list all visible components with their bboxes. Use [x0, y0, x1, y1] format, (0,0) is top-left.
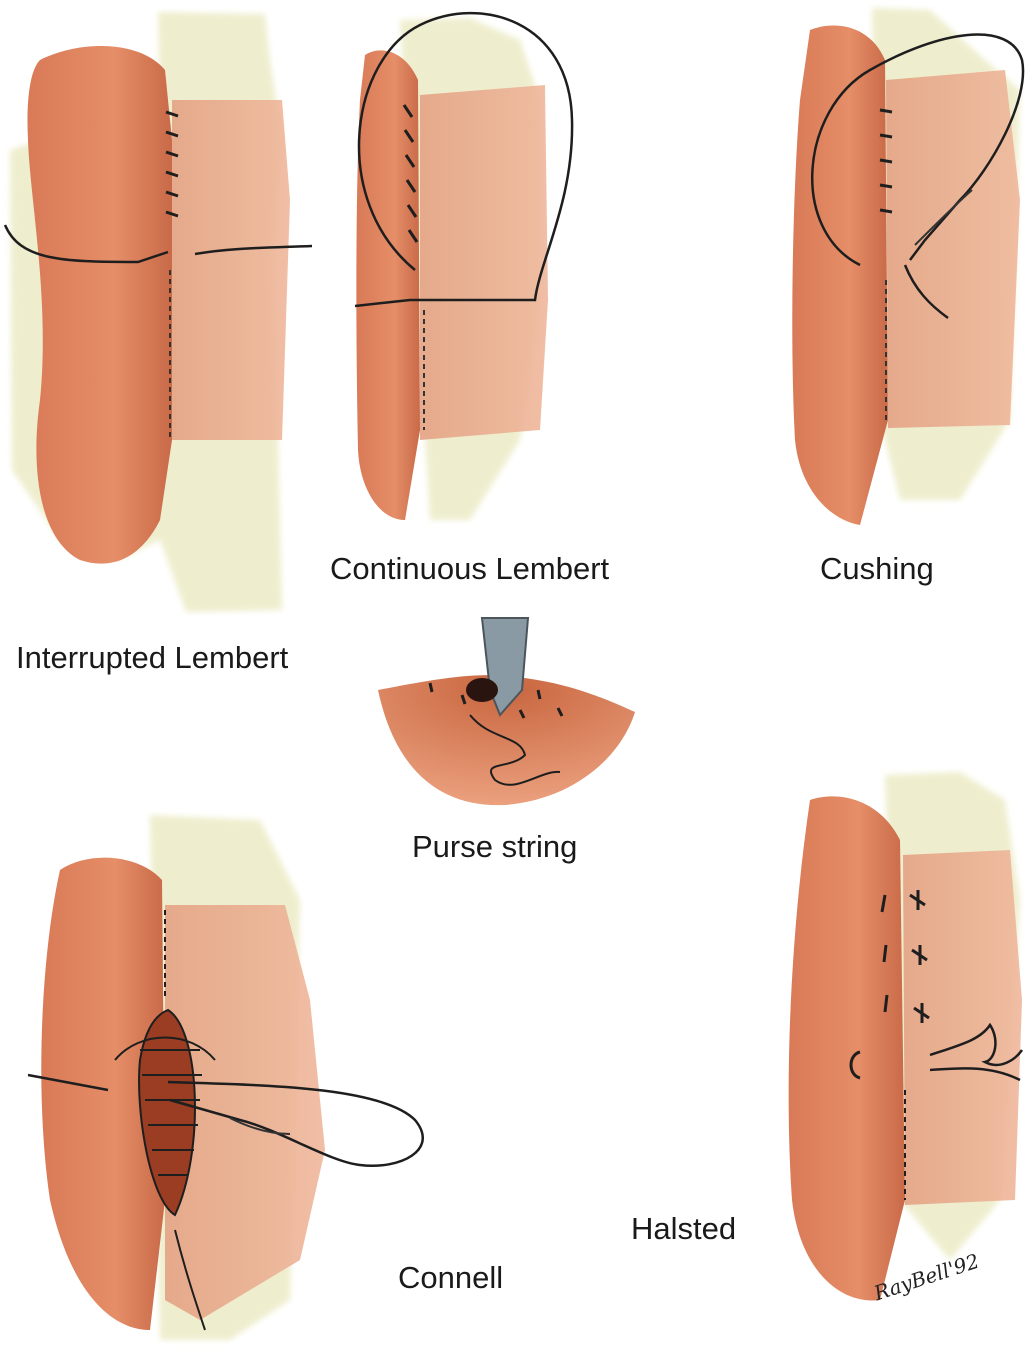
- label-interrupted-lembert: Interrupted Lembert: [16, 640, 289, 675]
- cushing-stitches: [879, 108, 893, 214]
- interrupted-lembert-drawing: [3, 12, 313, 612]
- purse-string-stitches: [428, 682, 564, 719]
- bowel-loop-right: [165, 905, 325, 1320]
- interrupted-stitches: [165, 110, 179, 218]
- connell-stitches: [114, 910, 216, 1176]
- bowel-loop-left: [356, 50, 420, 521]
- bowel-loop-right: [886, 70, 1020, 428]
- halsted-drawing: [788, 772, 1024, 1301]
- bowel-loop-right: [903, 850, 1022, 1205]
- bowel-loop-left: [27, 46, 172, 564]
- suture-loop: [810, 33, 1025, 267]
- bowel-loop-left: [788, 796, 905, 1301]
- bowel-loop-left: [792, 25, 888, 525]
- bowel-loop-right: [172, 100, 290, 440]
- suture-thread: [27, 1073, 424, 1167]
- needle: [229, 1117, 291, 1135]
- bowel-wall: [378, 675, 635, 806]
- purse-string-drawing: [378, 617, 635, 806]
- label-halsted: Halsted: [631, 1211, 737, 1246]
- suture-thread: [929, 1022, 1024, 1082]
- lumen-opening: [466, 678, 498, 702]
- suture-loop: [354, 11, 574, 308]
- label-purse-string: Purse string: [412, 829, 578, 864]
- label-continuous-lembert: Continuous Lembert: [330, 551, 610, 586]
- suture-thread: [3, 224, 313, 264]
- bowel-loop-right: [420, 85, 548, 440]
- open-lumen: [138, 1008, 196, 1217]
- label-connell: Connell: [398, 1260, 504, 1295]
- needle: [914, 189, 973, 246]
- label-cushing: Cushing: [820, 551, 934, 586]
- cushing-drawing: [792, 8, 1025, 525]
- bowel-loop-left: [41, 857, 165, 1330]
- purse-string-suture: [469, 714, 561, 786]
- connell-drawing: [27, 815, 424, 1340]
- continuous-lembert-drawing: [354, 11, 574, 521]
- suture-tail: [174, 1229, 206, 1331]
- halsted-stitches: [849, 890, 930, 1200]
- suture-tail: [903, 264, 949, 320]
- continuous-stitches: [402, 104, 419, 243]
